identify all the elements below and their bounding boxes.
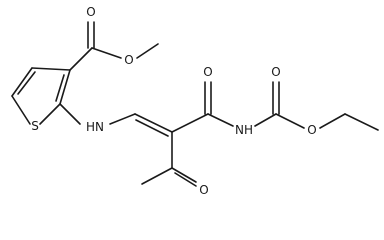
methyl-ester-group	[69, 21, 159, 71]
atom-o-carbamate-single: O	[307, 123, 316, 137]
bond-acetyl-co	[171, 167, 197, 183]
bond-c3-c2	[59, 69, 71, 105]
bond-c-amide-c	[171, 113, 209, 133]
bond-c5-c4-inner	[17, 71, 36, 95]
bond-ch-c-double-2	[135, 119, 169, 137]
acetyl-group	[141, 131, 197, 187]
bond-c3-c2-inner	[55, 74, 65, 102]
bond-nh-carbamate-c	[254, 113, 277, 127]
amide-group	[171, 81, 234, 133]
bond-carbamate-c-o	[275, 113, 305, 129]
bond-c5-c4	[11, 67, 33, 97]
bond-ester-c-o-single	[91, 47, 122, 59]
atom-o-amide: O	[203, 65, 212, 79]
thiophene-ring	[11, 67, 71, 125]
bond-acetyl-co-2	[174, 172, 197, 187]
atom-o-ester-single: O	[124, 53, 133, 67]
bond-o-ethyl-ch2	[319, 113, 346, 129]
bond-c3-ester-c	[69, 47, 93, 71]
atom-s-thiophene: S	[31, 119, 39, 133]
structure-canvas: O O S HN O O NH O O	[11, 5, 379, 197]
bond-c4-c3	[31, 67, 71, 71]
bond-c2-nh	[59, 103, 81, 125]
enamine-linker	[59, 103, 173, 137]
atom-nh-imide: NH	[235, 123, 253, 137]
atom-nh-enamine: HN	[86, 120, 104, 134]
carbamate-group	[254, 81, 379, 131]
bond-ch-c-double	[134, 113, 173, 133]
bond-acetyl-methyl	[141, 167, 173, 185]
atom-labels: O O S HN O O NH O O	[31, 5, 317, 197]
bond-o-methyl	[136, 43, 159, 59]
bond-amide-c-nh	[207, 113, 234, 127]
bond-nh-ch	[109, 113, 136, 125]
atom-o-ketone: O	[199, 183, 208, 197]
atom-o-ester-carbonyl: O	[86, 5, 95, 19]
bond-c2-s	[39, 103, 61, 125]
bond-s-c5	[11, 95, 31, 125]
molecule-structure: O O S HN O O NH O O	[11, 5, 379, 197]
bond-ethyl-ch2-ch3	[344, 113, 379, 131]
atom-o-carbamate-carbonyl: O	[271, 65, 280, 79]
